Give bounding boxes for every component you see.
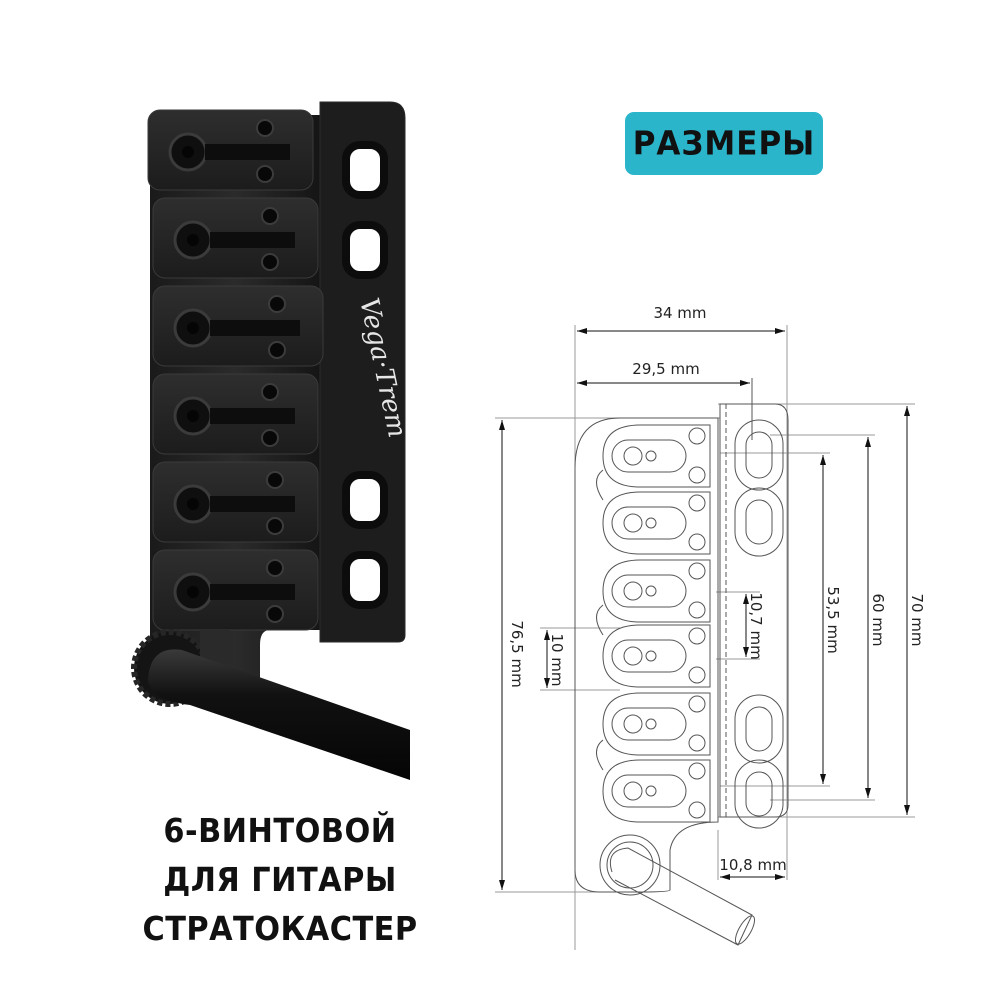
dimension-drawing: 34 mm 29,5 mm 76,5 mm 10 mm 10,7 mm 53,5… [480, 290, 940, 980]
dim-plate-height: 70 mm [908, 593, 926, 646]
dim-overall-width: 34 mm [653, 304, 706, 322]
product-caption: 6-ВИНТОВОЙ ДЛЯ ГИТАРЫ СТРАТОКАСТЕР [130, 806, 430, 953]
caption-line-3: СТРАТОКАСТЕР [142, 909, 418, 948]
dim-overall-height: 76,5 mm [508, 620, 526, 687]
dim-plate-width: 10,8 mm [719, 856, 786, 874]
bridge-product-photo: Vega·Trem [120, 90, 420, 810]
dimensions-badge: РАЗМЕРЫ [625, 112, 823, 175]
dim-inner-hole-spacing: 53,5 mm [824, 586, 842, 653]
dim-saddle-gap: 10 mm [548, 633, 566, 686]
dim-saddle-pitch: 10,7 mm [747, 592, 765, 659]
dim-saddle-width: 29,5 mm [632, 360, 699, 378]
caption-line-2: ДЛЯ ГИТАРЫ [163, 860, 397, 899]
dim-outer-hole-spacing: 60 mm [869, 593, 887, 646]
caption-line-1: 6-ВИНТОВОЙ [163, 811, 397, 850]
badge-label: РАЗМЕРЫ [632, 124, 816, 163]
